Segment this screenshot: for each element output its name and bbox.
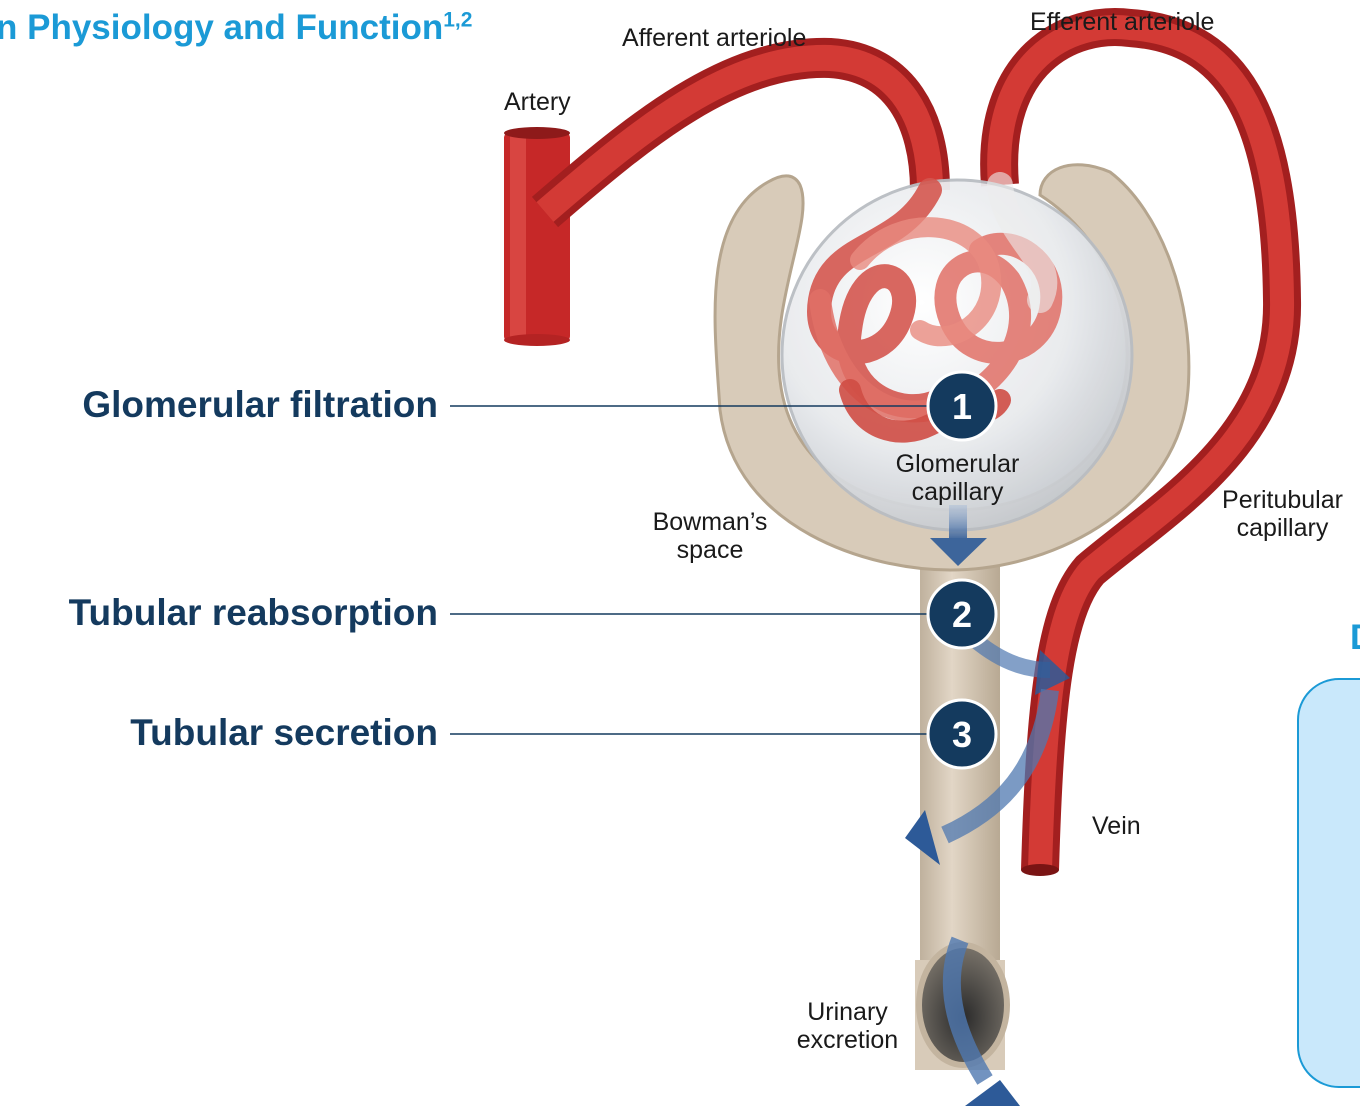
step-2-marker: 2: [928, 580, 996, 648]
glomerular-capillary-label: Glomerular capillary: [870, 450, 1045, 506]
peritubular-capillary-label: Peritubular capillary: [1205, 486, 1360, 542]
peritubular-capillary-line2: capillary: [1205, 514, 1360, 542]
bowmans-space-line2: space: [630, 536, 790, 564]
glomerular-capillary-line1: Glomerular: [870, 450, 1045, 478]
bowmans-space-label: Bowman’s space: [630, 508, 790, 564]
step-1-number: 1: [952, 386, 972, 427]
step-3-marker: 3: [928, 700, 996, 768]
afferent-arteriole-label: Afferent arteriole: [622, 24, 806, 52]
artery-label: Artery: [504, 88, 571, 116]
glomerular-capillary-line2: capillary: [870, 478, 1045, 506]
urinary-excretion-label: Urinary excretion: [775, 998, 920, 1054]
side-panel-title: D: [1350, 618, 1360, 658]
step-1-marker: 1: [928, 372, 996, 440]
side-panel-callout: [1297, 678, 1360, 1088]
step-3-number: 3: [952, 714, 972, 755]
efferent-arteriole-label: Efferent arteriole: [1030, 8, 1214, 36]
step-1-label: Glomerular filtration: [82, 384, 438, 426]
step-2-label: Tubular reabsorption: [69, 592, 438, 634]
urinary-excretion-line2: excretion: [775, 1026, 920, 1054]
bowmans-space-line1: Bowman’s: [630, 508, 790, 536]
peritubular-capillary-line1: Peritubular: [1205, 486, 1360, 514]
step-2-number: 2: [952, 594, 972, 635]
step-3-label: Tubular secretion: [130, 712, 438, 754]
vein-label: Vein: [1092, 812, 1141, 840]
urinary-excretion-line1: Urinary: [775, 998, 920, 1026]
